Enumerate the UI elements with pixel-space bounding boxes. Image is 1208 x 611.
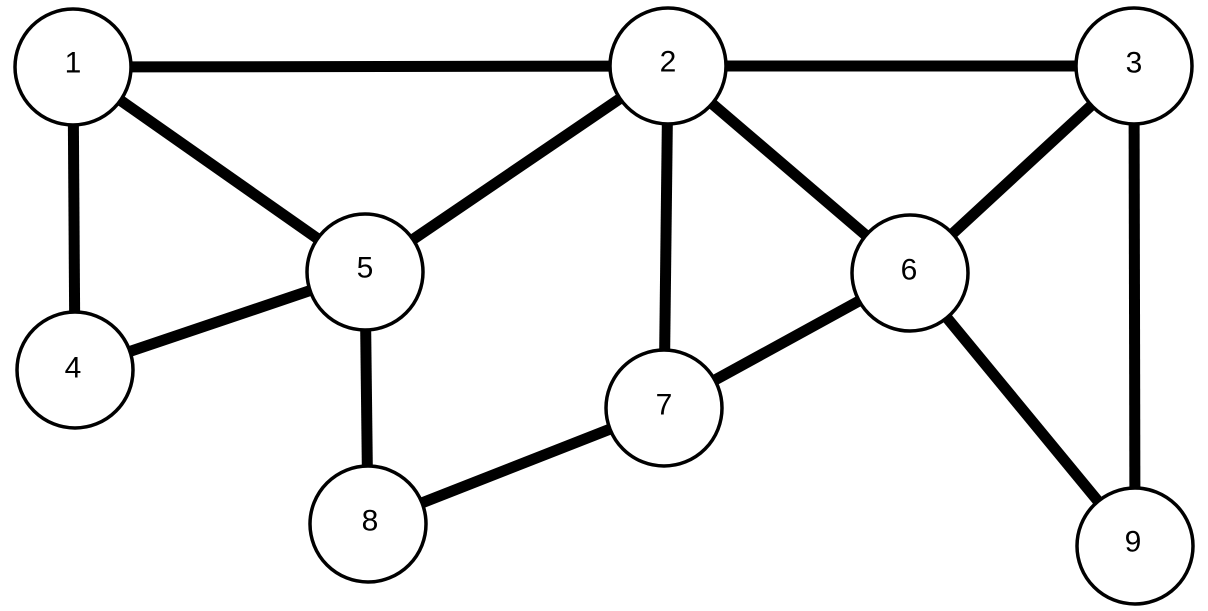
edge-3-6 xyxy=(948,101,1096,238)
node-1-label: 1 xyxy=(65,47,82,80)
edge-7-8 xyxy=(419,424,613,508)
node-3: 3 xyxy=(1074,6,1194,126)
edge-4-5 xyxy=(128,285,312,357)
node-1-circle xyxy=(13,7,133,127)
node-5-label: 5 xyxy=(357,252,374,285)
edge-6-7 xyxy=(712,296,862,385)
node-2-label: 2 xyxy=(660,46,677,79)
node-4-circle xyxy=(15,310,135,430)
node-8-label: 8 xyxy=(362,505,379,538)
node-2-circle xyxy=(608,6,728,126)
node-9-circle xyxy=(1075,486,1195,606)
node-9-label: 9 xyxy=(1125,526,1142,559)
edge-1-5 xyxy=(117,95,321,244)
node-8-circle xyxy=(308,464,428,584)
edge-2-6 xyxy=(708,99,870,240)
node-6-circle xyxy=(850,213,970,333)
node-3-circle xyxy=(1074,6,1194,126)
edge-3-9 xyxy=(1128,123,1141,489)
node-7-circle xyxy=(604,348,724,468)
node-4: 4 xyxy=(15,310,135,430)
edge-2-7 xyxy=(659,123,673,351)
edge-1-2 xyxy=(130,60,611,73)
node-5-circle xyxy=(305,212,425,332)
edge-1-4 xyxy=(67,124,81,313)
node-5: 5 xyxy=(305,212,425,332)
node-1: 1 xyxy=(13,7,133,127)
node-3-label: 3 xyxy=(1126,47,1143,80)
node-4-label: 4 xyxy=(65,352,82,385)
edge-5-8 xyxy=(360,329,373,467)
edges-layer xyxy=(67,60,1141,508)
node-7: 7 xyxy=(604,348,724,468)
node-2: 2 xyxy=(608,6,728,126)
node-9: 9 xyxy=(1075,486,1195,606)
node-8: 8 xyxy=(308,464,428,584)
node-7-label: 7 xyxy=(656,389,673,422)
node-6-label: 6 xyxy=(901,254,918,287)
edge-2-5 xyxy=(409,94,624,244)
node-6: 6 xyxy=(850,213,970,333)
edge-6-9 xyxy=(942,314,1103,505)
